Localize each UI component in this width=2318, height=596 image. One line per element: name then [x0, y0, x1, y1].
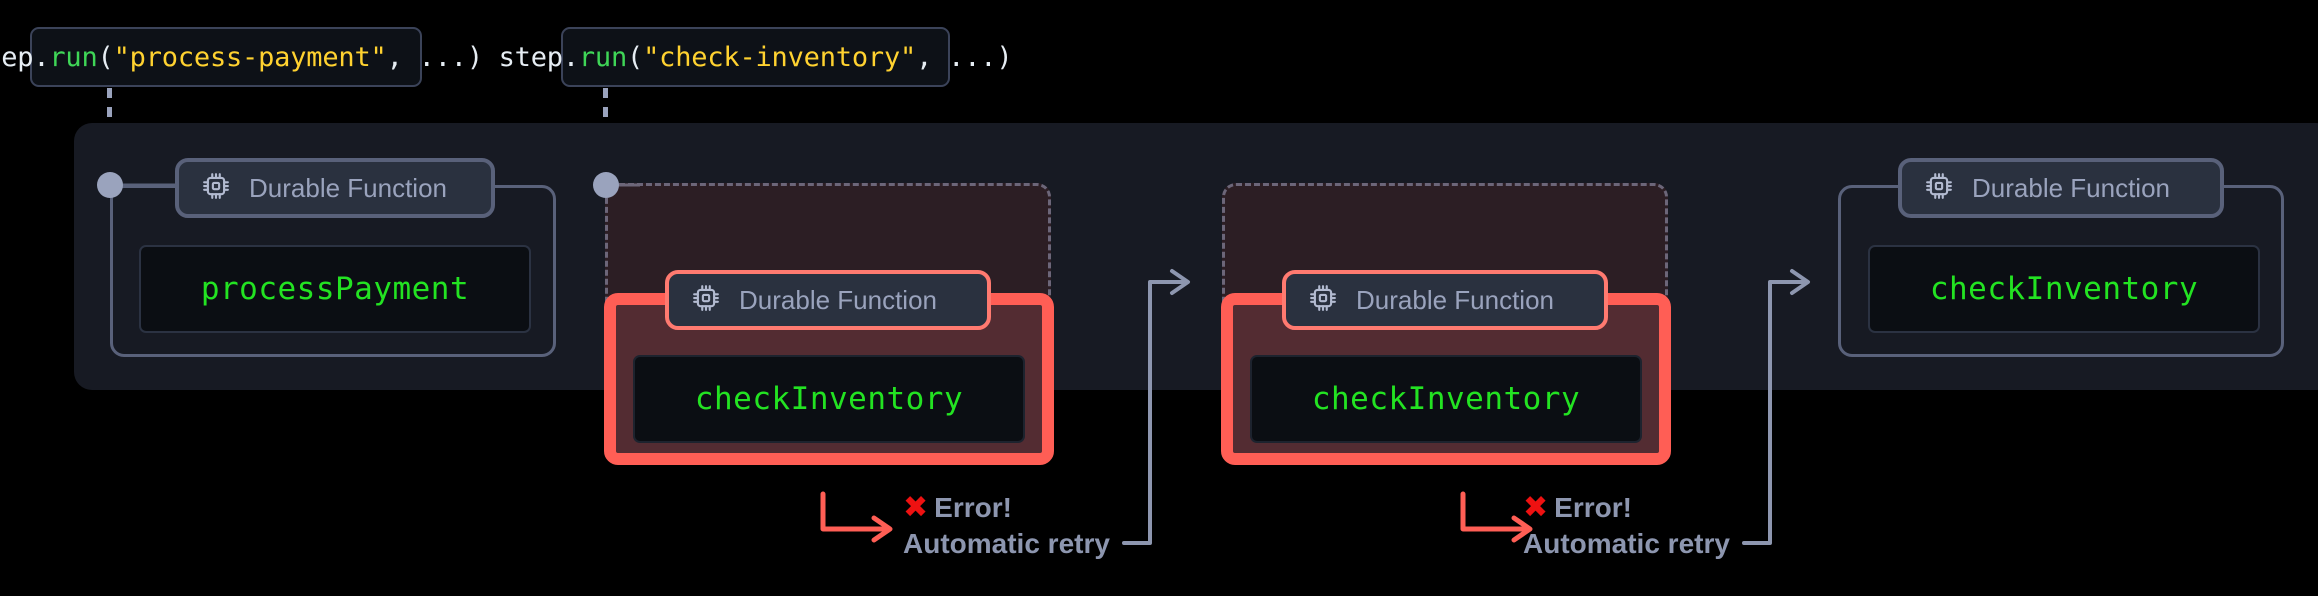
- error-annotation-1: ✖ Error! Automatic retry: [903, 492, 1110, 560]
- callout-token: , ...): [386, 41, 484, 73]
- cpu-chip-icon: [1308, 283, 1338, 318]
- callout-token: run: [578, 41, 628, 73]
- code-callout-process-payment: step.run("process-payment", ...): [0, 27, 483, 87]
- durable-function-pill[interactable]: Durable Function: [665, 270, 991, 330]
- durable-function-pill[interactable]: Durable Function: [175, 158, 495, 218]
- callout-token: (: [627, 41, 644, 73]
- function-code-box: checkInventory: [1250, 355, 1642, 443]
- function-name: checkInventory: [1929, 271, 2199, 307]
- code-callout-check-inventory: step.run("check-inventory", ...): [499, 27, 1013, 87]
- error-subtitle: Automatic retry: [1523, 528, 1730, 559]
- callout-token: (: [97, 41, 114, 73]
- callout-token: "process-payment": [113, 41, 387, 73]
- error-headline: ✖ Error!: [903, 492, 1110, 524]
- durable-function-pill-label: Durable Function: [739, 284, 937, 315]
- error-arrow-1: [820, 491, 893, 543]
- x-mark-icon: ✖: [903, 490, 929, 525]
- durable-function-pill[interactable]: Durable Function: [1898, 158, 2224, 218]
- function-name: processPayment: [200, 271, 470, 307]
- callout-token: , ...): [916, 41, 1013, 73]
- function-code-box: processPayment: [139, 245, 531, 333]
- error-title: Error!: [934, 492, 1012, 523]
- function-code-box: checkInventory: [1868, 245, 2260, 333]
- error-arrow-2: [1460, 491, 1533, 543]
- x-mark-icon: ✖: [1523, 490, 1549, 525]
- function-code-box: checkInventory: [633, 355, 1025, 443]
- cpu-chip-icon: [1924, 171, 1954, 206]
- error-subtitle: Automatic retry: [903, 528, 1110, 559]
- durable-function-pill-label: Durable Function: [1356, 284, 1554, 315]
- spine-dot-2: [593, 172, 619, 198]
- durable-function-pill-label: Durable Function: [249, 172, 447, 203]
- error-headline: ✖ Error!: [1523, 492, 1730, 524]
- error-title: Error!: [1554, 492, 1632, 523]
- function-name: checkInventory: [1311, 381, 1581, 417]
- spine-dot-1: [97, 172, 123, 198]
- durable-function-pill-label: Durable Function: [1972, 172, 2170, 203]
- function-name: checkInventory: [694, 381, 964, 417]
- callout-token: step.: [498, 41, 579, 73]
- cpu-chip-icon: [201, 171, 231, 206]
- callout-token: run: [49, 41, 98, 73]
- callout-token: "check-inventory": [643, 41, 917, 73]
- error-annotation-2: ✖ Error! Automatic retry: [1523, 492, 1730, 560]
- cpu-chip-icon: [691, 283, 721, 318]
- callout-token: step.: [0, 41, 50, 73]
- durable-function-pill[interactable]: Durable Function: [1282, 270, 1608, 330]
